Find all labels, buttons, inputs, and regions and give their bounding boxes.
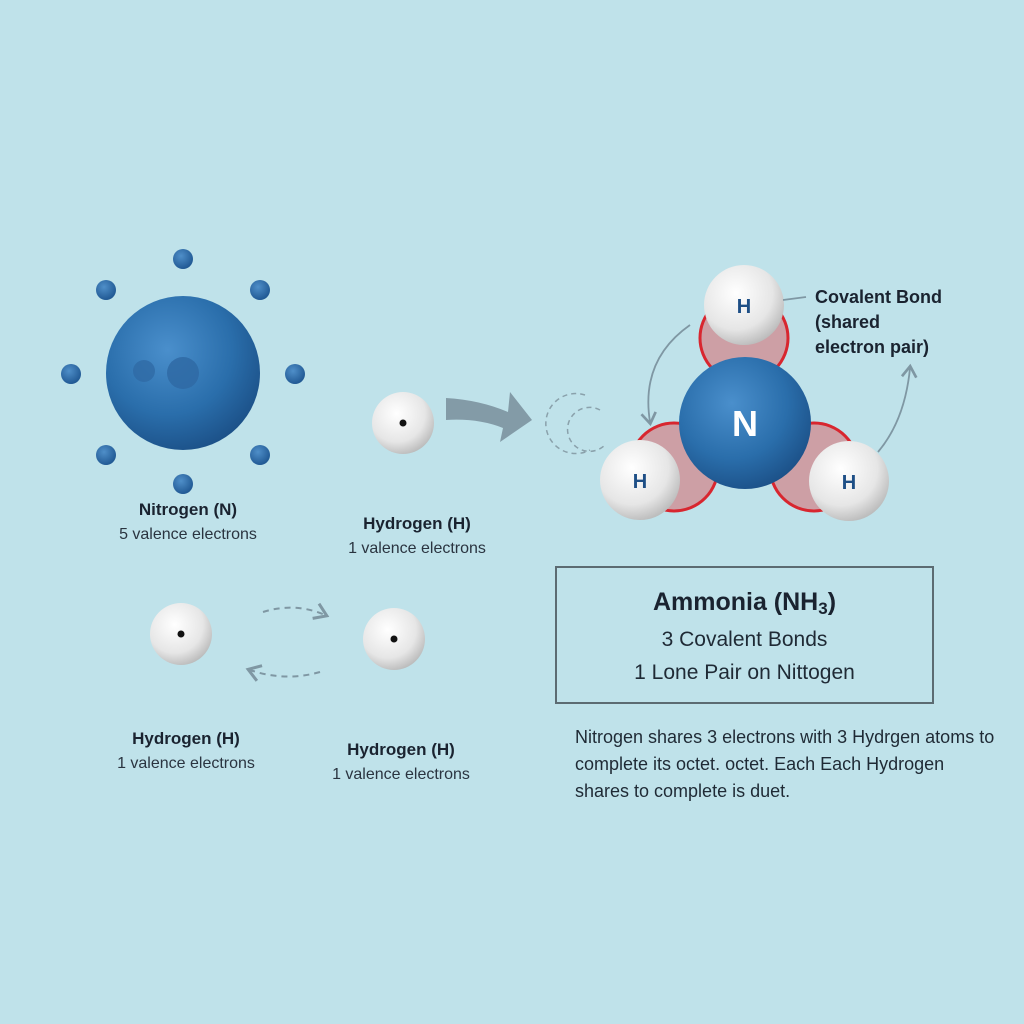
hydrogen-right-valence: 1 valence electrons xyxy=(332,766,470,783)
h-symbol-right: H xyxy=(842,472,856,494)
hydrogen-atom-top xyxy=(372,392,434,454)
hydrogen-top-sphere xyxy=(704,265,784,345)
nitrogen-center xyxy=(679,357,811,489)
nitrogen-valence: 5 valence electrons xyxy=(119,526,257,543)
nitrogen-label: Nitrogen (N) 5 valence electrons xyxy=(103,500,273,544)
ammonia-summary-box: Ammonia (NH3) 3 Covalent Bonds 1 Lone Pa… xyxy=(555,566,934,704)
nitrogen-name: Nitrogen (N) xyxy=(138,500,238,519)
summary-title: Ammonia (NH3) xyxy=(557,588,932,619)
n-symbol: N xyxy=(732,403,758,444)
hydrogen-left-label: Hydrogen (H) 1 valence electrons xyxy=(96,729,276,773)
bond-annotation-arrows xyxy=(640,296,918,453)
electron-exchange-arrows xyxy=(245,602,330,682)
hydrogen-top-valence: 1 valence electrons xyxy=(348,540,486,557)
summary-title-subscript: 3 xyxy=(818,599,828,618)
ammonia-molecule: N H H H xyxy=(600,265,889,521)
hydrogen-atom-right xyxy=(363,608,425,670)
h-symbol-left: H xyxy=(633,471,647,493)
hydrogen-top-name: Hydrogen (H) xyxy=(363,514,471,533)
nitrogen-valence-electrons xyxy=(61,249,305,494)
hydrogen-right-name: Hydrogen (H) xyxy=(347,740,455,759)
summary-bonds: 3 Covalent Bonds xyxy=(661,628,828,651)
h-symbol-top: H xyxy=(737,296,751,318)
hydrogen-right-sphere xyxy=(809,441,889,521)
summary-title-main: Ammonia (NH xyxy=(652,588,819,616)
hydrogen-left-valence: 1 valence electrons xyxy=(117,755,255,772)
dashed-electron-shells xyxy=(545,392,606,455)
hydrogen-atom-left xyxy=(150,603,212,665)
summary-title-end: ) xyxy=(827,588,837,616)
hydrogen-left-sphere xyxy=(600,440,680,520)
hydrogen-left-name: Hydrogen (H) xyxy=(132,729,240,748)
hydrogen-top-label: Hydrogen (H) 1 valence electrons xyxy=(322,514,512,558)
reaction-arrow xyxy=(446,392,532,442)
hydrogen-right-label: Hydrogen (H) 1 valence electrons xyxy=(311,740,491,784)
summary-lone-pair: 1 Lone Pair on Nittogen xyxy=(634,661,855,684)
nitrogen-atom xyxy=(106,296,260,450)
covalent-bond-label: Covalent Bond (shared electron pair) xyxy=(815,287,943,357)
description-text: Nitrogen shares 3 electrons with 3 Hydrg… xyxy=(575,727,995,801)
